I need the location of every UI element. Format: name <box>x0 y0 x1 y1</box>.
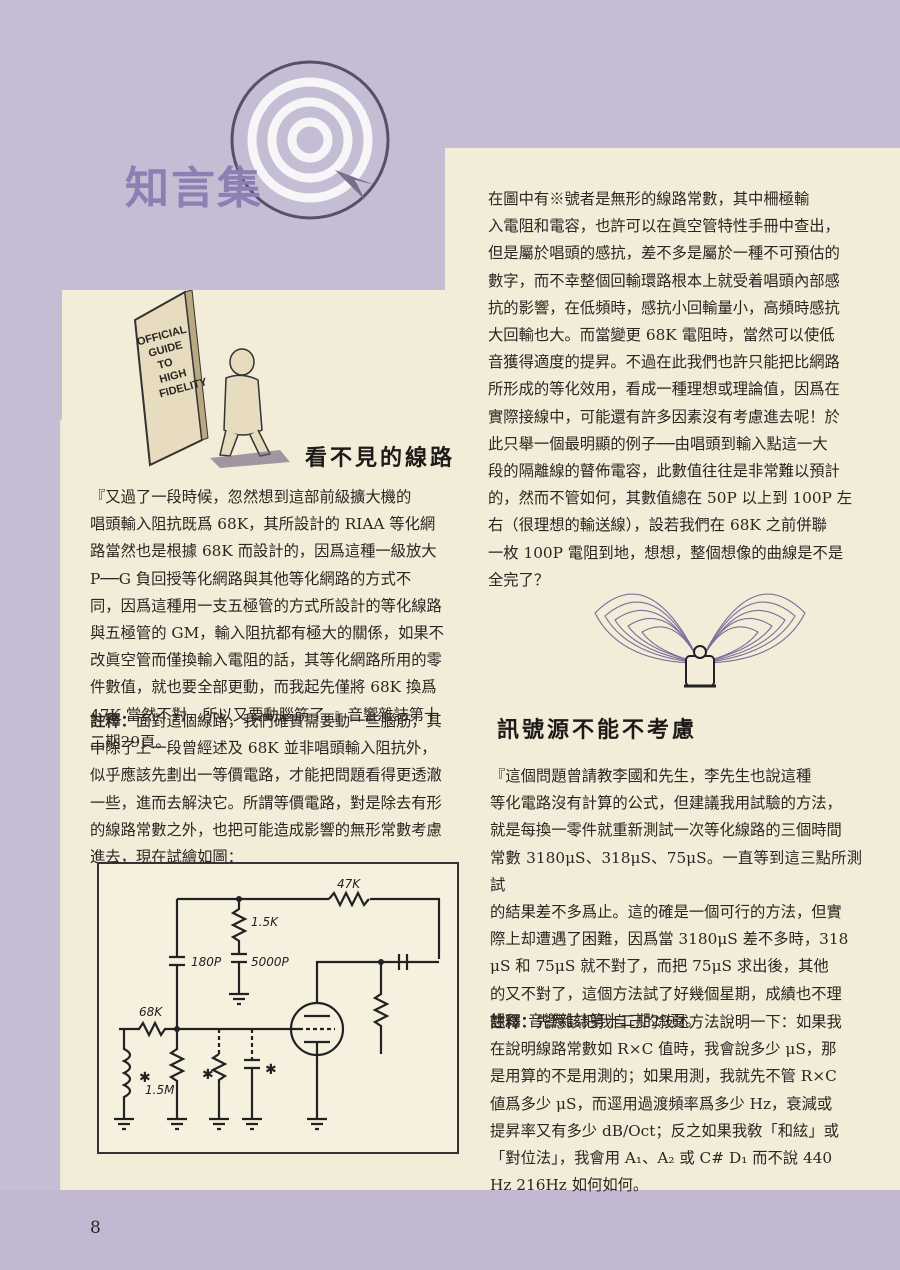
concentric-rings-icon <box>230 60 390 220</box>
section-title: 知言集 <box>125 163 263 214</box>
text-line: 在說明線路常數如 R×C 值時，我會說多少 μS，那 <box>490 1040 837 1059</box>
text-line: 先應該把我自己的敍述方法說明一下：如果我 <box>535 1013 842 1031</box>
left-band <box>0 0 60 1270</box>
star-icon: ✱ <box>202 1067 214 1083</box>
article1-continuation: 在圖中有※號者是無形的線路常數，其中柵極輸 入電阻和電容，也許可以在眞空管特性手… <box>488 186 860 594</box>
circuit-schematic: 47K 1.5K 180P 5000P 68K 1.5M ✱ ✱ ✱ <box>114 877 441 1131</box>
text-line: 全完了？ <box>488 570 550 589</box>
text-line: 與五極管的 GM，輸入阻抗都有極大的關係，如果不 <box>90 624 444 643</box>
text-line: 是用算的不是用測的；如果用測，我就先不管 R×C <box>490 1067 837 1086</box>
article2-note: 註釋：先應該把我自己的敍述方法說明一下：如果我 在說明線路常數如 R×C 值時，… <box>490 1009 862 1199</box>
label-180p: 180P <box>191 955 222 969</box>
article1-heading: 看不見的線路 <box>305 445 456 471</box>
page-number: 8 <box>90 1218 101 1238</box>
text-line: 的又不對了，這個方法試了好幾個星期，成績也不理 <box>490 984 842 1003</box>
text-line: 實際接線中，可能還有許多因素沒有考慮進去呢！於 <box>488 407 840 426</box>
text-line: 値爲多少 μS，而逕用過渡頻率爲多少 Hz，衰減或 <box>490 1094 833 1113</box>
text-line: 『這個問題曾請教李國和先生，李先生也說這種 <box>490 767 812 785</box>
label-47k: 47K <box>337 877 361 891</box>
text-line: 的線路常數之外，也把可能造成影響的無形常數考慮 <box>90 820 442 839</box>
text-line: 一些，進而去解決它。所謂等價電路，對是除去有形 <box>90 793 442 812</box>
text-line: 唱頭輸入阻抗既爲 68K，其所設計的 RIAA 等化網 <box>90 515 436 534</box>
text-line: 的，然而不管如何，其數值總在 50P 以上到 100P 左 <box>488 489 853 508</box>
text-line: 就是每換一零件就重新測試一次等化線路的三個時間 <box>490 821 842 840</box>
text-line: 進去，現在試繪如圖： <box>90 848 243 867</box>
text-line: 數字，而不幸整個回輸環路根本上就受着唱頭內部感 <box>488 271 840 290</box>
text-line: 47K 當然不對，所以又要動腦筋了。』音響雜誌第十 <box>90 705 440 724</box>
note-label: 註釋： <box>490 1013 536 1031</box>
label-68k: 68K <box>139 1005 163 1019</box>
article1-quote: 『又過了一段時候，忽然想到這部前級擴大機的 唱頭輸入阻抗既爲 68K，其所設計的… <box>90 484 460 756</box>
star-icon: ✱ <box>265 1062 277 1078</box>
text-line: μS 和 75μS 就不對了，而把 75μS 求出後，其他 <box>490 957 829 976</box>
text-line: Hz 216Hz 如何如何。 <box>490 1176 649 1195</box>
text-line: 所形成的等化效用，看成一種理想或理論值，因爲在 <box>488 380 840 399</box>
text-line: 在圖中有※號者是無形的線路常數，其中柵極輸 <box>488 190 810 208</box>
footer-band <box>0 1190 900 1270</box>
text-line: 想。』音響雜誌第十二期29頁。 <box>490 1011 701 1030</box>
text-line: 音獲得適度的提昇。不過在此我們也許只能把比網路 <box>488 353 840 372</box>
note-label: 註釋： <box>90 712 136 730</box>
text-line: 但是屬於唱頭的感抗，差不多是屬於一種不可預估的 <box>488 244 840 263</box>
label-5000p: 5000P <box>251 955 290 969</box>
text-line: 同，因爲這種用一支五極管的方式所設計的等化線路 <box>90 596 442 615</box>
text-line: 似乎應該先劃出一等價電路，才能把問題看得更透澈 <box>90 766 442 785</box>
hifi-guide-book-illustration: OFFICIAL GUIDE TO HIGH FIDELITY <box>133 290 290 468</box>
label-1-5k: 1.5K <box>251 915 279 929</box>
book-cover-line: TO <box>157 356 175 372</box>
text-line: 改眞空管而僅換輸入電阻的話，其等化網路所用的零 <box>90 651 442 670</box>
article2-quote: 『這個問題曾請教李國和先生，李先生也說這種 等化電路沒有計算的公式，但建議我用試… <box>490 763 862 1035</box>
text-line: 等化電路沒有計算的公式，但建議我用試驗的方法， <box>490 794 842 813</box>
article2-heading: 訊號源不能不考慮 <box>497 717 698 743</box>
text-line: 段的隔離線的瞽佈電容，此數值往往是非常難以預計 <box>488 462 840 481</box>
text-line: 路當然也是根據 68K 而設計的，因爲這種一級放大 <box>90 542 437 561</box>
label-1-5m: 1.5M <box>145 1083 175 1097</box>
star-icon: ✱ <box>139 1070 151 1086</box>
text-line: 大回輸也大。而當變更 68K 電阻時，當然可以使低 <box>488 326 835 345</box>
text-line: 面對這個線路，我們確實需要動一些腦筋，其 <box>135 712 442 730</box>
text-line: 的結果差不多爲止。這的確是一個可行的方法，但實 <box>490 903 842 922</box>
text-line: 件數值，就也要全部更動，而我起先僅將 68K 換爲 <box>90 678 437 697</box>
text-line: 中除了上一段曾經述及 68K 並非唱頭輸入阻抗外， <box>90 739 437 758</box>
listener-sound-waves-illustration <box>594 593 806 688</box>
text-line: 此只舉一個最明顯的例子──由唱頭到輸入點這一大 <box>488 434 828 453</box>
text-line: 「對位法」，我會用 A₁、A₂ 或 C# D₁ 而不說 440 <box>490 1149 833 1168</box>
text-line: P──G 負回授等化網路與其他等化網路的方式不 <box>90 569 412 588</box>
text-line: 際上却遭遇了困難，因爲當 3180μS 差不多時，318 <box>490 930 849 949</box>
text-line: 右（很理想的輸送線），設若我們在 68K 之前併聯 <box>488 516 827 535</box>
equivalent-circuit-diagram: 47K 1.5K 180P 5000P 68K 1.5M ✱ ✱ ✱ <box>97 862 459 1154</box>
text-line: 入電阻和電容，也許可以在眞空管特性手冊中查出， <box>488 217 840 236</box>
text-line: 一枚 100P 電阻到地，想想，整個想像的曲線是不是 <box>488 543 844 562</box>
text-line: 提昇率又有多少 dB/Oct；反之如果我敎「和絃」或 <box>490 1121 839 1140</box>
text-line: 常數 3180μS、318μS、75μS。一直等到這三點所測試 <box>490 848 862 894</box>
text-line: 二期29頁。 <box>90 732 171 751</box>
article1-note: 註釋：面對這個線路，我們確實需要動一些腦筋，其 中除了上一段曾經述及 68K 並… <box>90 708 460 871</box>
text-line: 抗的影響，在低頻時，感抗小回輸量小，高頻時感抗 <box>488 298 840 317</box>
text-line: 『又過了一段時候，忽然想到這部前級擴大機的 <box>90 488 412 506</box>
